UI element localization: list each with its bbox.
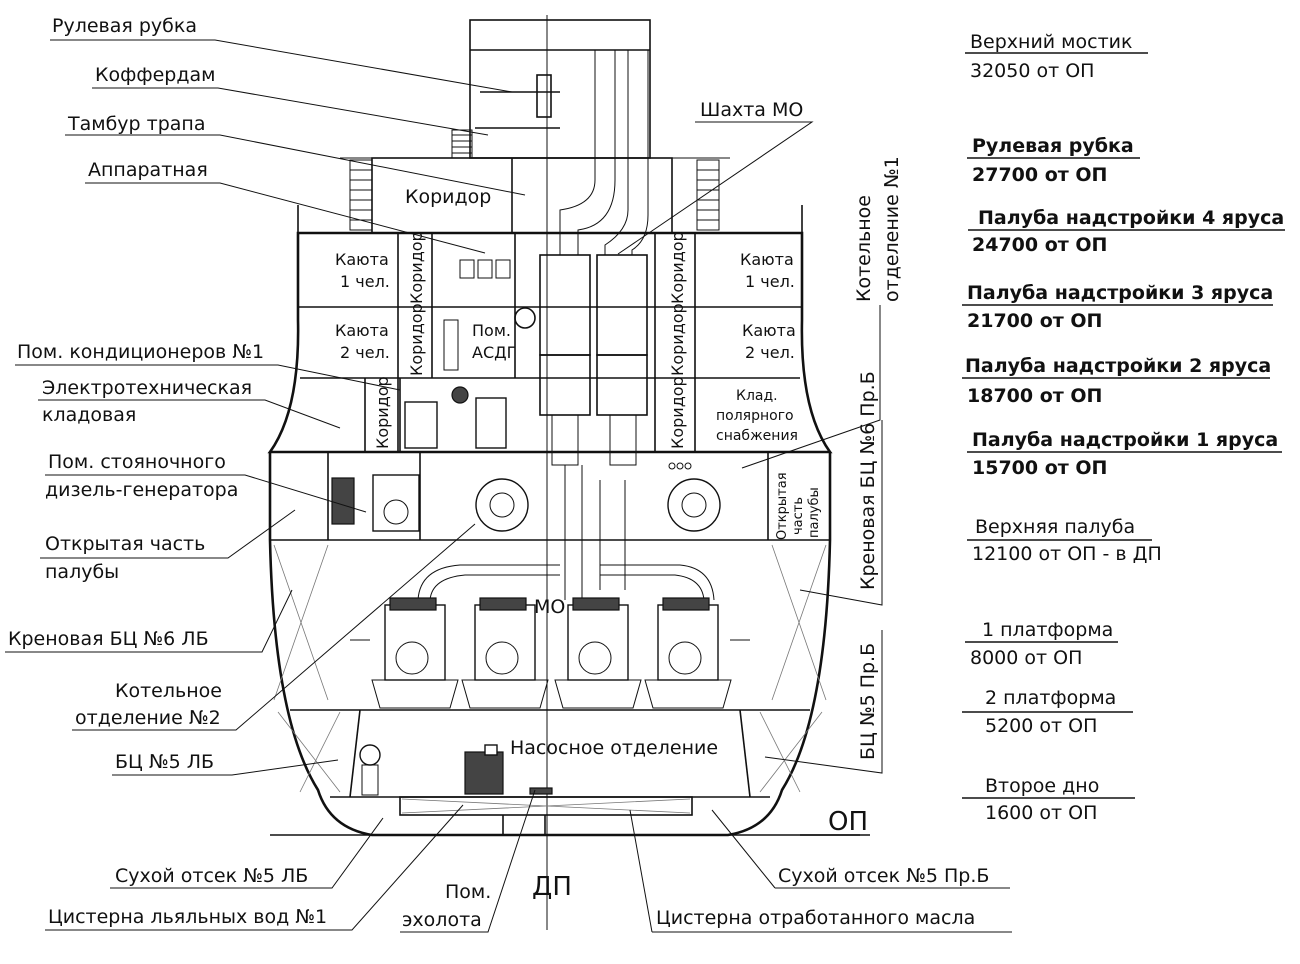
label-apparatus-room: Аппаратная	[88, 159, 208, 181]
room-pump-room: Насосное отделение	[510, 737, 718, 759]
apparatus-boxes	[404, 259, 511, 449]
room-open-deck-sb-c: палубы	[807, 487, 822, 538]
pump-room-equipment	[359, 744, 553, 796]
level-name-4: Палуба надстройки 2 яруса	[965, 355, 1271, 377]
level-name-2: Палуба надстройки 4 яруса	[978, 207, 1284, 229]
level-height-2: 24700 от ОП	[972, 234, 1107, 256]
room-corridor-v-3: Коридор	[373, 376, 392, 449]
label-mo-trunk: Шахта МО	[700, 99, 803, 121]
label-wheelhouse: Рулевая рубка	[52, 15, 197, 37]
label-dry-comp-sb: Сухой отсек №5 Пр.Б	[778, 865, 989, 887]
label-waste-oil-tank: Цистерна отработанного масла	[656, 907, 975, 929]
room-corridor-top: Коридор	[405, 186, 491, 208]
room-corridor-v-1: Коридор	[407, 231, 426, 304]
room-labels: Коридор Каюта 1 чел. Каюта 1 чел. Каюта …	[335, 186, 822, 759]
room-corridor-v-5: Коридор	[668, 303, 687, 376]
label-bilge-tank: Цистерна льяльных вод №1	[48, 906, 327, 928]
label-ladder-vestibule: Тамбур трапа	[67, 113, 205, 135]
level-name-7: 1 платформа	[982, 619, 1113, 641]
level-height-4: 18700 от ОП	[967, 385, 1102, 407]
exhaust-uptakes	[514, 50, 649, 600]
room-corridor-v-6: Коридор	[668, 376, 687, 449]
label-electrical-store-2: кладовая	[42, 404, 136, 426]
room-cabin2-left-a: Каюта	[335, 321, 389, 340]
level-name-5: Палуба надстройки 1 яруса	[972, 429, 1278, 451]
room-engine-room: МО	[534, 596, 565, 618]
label-harbor-dg-1: Пом. стояночного	[48, 451, 226, 473]
label-open-deck-1: Открытая часть	[45, 533, 205, 555]
level-height-7: 8000 от ОП	[970, 647, 1082, 669]
hull-outline	[267, 15, 860, 930]
boilers	[331, 462, 721, 532]
label-ac-room: Пом. кондиционеров №1	[17, 341, 264, 363]
level-legend: Верхний мостик 32050 от ОП Рулевая рубка…	[965, 31, 1284, 824]
room-cabin1-right-b: 1 чел.	[745, 272, 795, 291]
room-cabin2-left-b: 2 чел.	[340, 343, 390, 362]
room-polar-store-b: полярного	[716, 408, 794, 424]
level-underlines	[962, 52, 1285, 799]
room-open-deck-sb-a: Открытая	[775, 472, 790, 540]
room-polar-store-c: снабжения	[716, 428, 798, 444]
level-name-6: Верхняя палуба	[975, 516, 1135, 538]
room-cabin1-right-a: Каюта	[740, 250, 794, 269]
level-name-0: Верхний мостик	[970, 31, 1132, 53]
label-centerline: ДП	[532, 872, 572, 902]
room-cabin1-left-b: 1 чел.	[340, 272, 390, 291]
left-labels: Рулевая рубка Коффердам Тамбур трапа Апп…	[8, 15, 327, 928]
label-boiler-room-2-a: Котельное	[115, 680, 222, 702]
room-open-deck-sb-b: часть	[791, 497, 806, 535]
engine-room-pipes	[417, 564, 715, 601]
level-name-3: Палуба надстройки 3 яруса	[967, 282, 1273, 304]
label-heeling-tank-6-ps: Креновая БЦ №6 ЛБ	[8, 628, 209, 650]
leader-lines	[5, 39, 1012, 933]
level-height-8: 5200 от ОП	[985, 715, 1097, 737]
room-asdg-a: Пом.	[472, 321, 511, 340]
stairs	[349, 129, 720, 231]
level-height-0: 32050 от ОП	[970, 60, 1094, 82]
side-tank-hatching	[273, 544, 827, 814]
level-name-8: 2 платформа	[985, 687, 1116, 709]
label-ballast-5-sb: БЦ №5 Пр.Б	[857, 643, 879, 760]
label-open-deck-2: палубы	[45, 561, 119, 583]
label-heeling-tank-6-sb: Креновая БЦ №6 Пр.Б	[857, 371, 879, 590]
label-electrical-store-1: Электротехническая	[42, 377, 252, 399]
right-labels: Шахта МО Котельное отделение №1 Креновая…	[402, 99, 989, 931]
room-corridor-v-2: Коридор	[407, 303, 426, 376]
level-height-1: 27700 от ОП	[972, 164, 1107, 186]
room-polar-store-a: Клад.	[736, 388, 778, 404]
label-dry-comp-ps: Сухой отсек №5 ЛБ	[115, 865, 308, 887]
label-baseline: ОП	[828, 807, 868, 837]
label-boiler-room-2-b: отделение №2	[75, 707, 221, 729]
room-asdg-b: АСДГ	[472, 343, 516, 362]
level-height-3: 21700 от ОП	[967, 310, 1102, 332]
label-ballast-5-ps: БЦ №5 ЛБ	[115, 751, 214, 773]
level-name-1: Рулевая рубка	[972, 135, 1134, 157]
room-cabin2-right-b: 2 чел.	[745, 343, 795, 362]
main-engines	[350, 597, 750, 709]
label-echo-room-a: Пом.	[445, 881, 491, 903]
label-harbor-dg-2: дизель-генератора	[45, 479, 238, 501]
room-cabin1-left-a: Каюта	[335, 250, 389, 269]
label-echo-room-b: эхолота	[402, 909, 482, 931]
room-cabin2-right-a: Каюта	[742, 321, 796, 340]
label-cofferdam: Коффердам	[95, 64, 215, 86]
level-height-6: 12100 от ОП - в ДП	[972, 543, 1162, 565]
room-corridor-v-4: Коридор	[668, 231, 687, 304]
label-boiler-room-1-a: Котельное	[853, 195, 875, 302]
label-boiler-room-1-b: отделение №1	[881, 156, 903, 302]
level-height-5: 15700 от ОП	[972, 457, 1107, 479]
level-height-9: 1600 от ОП	[985, 802, 1097, 824]
level-name-9: Второе дно	[985, 775, 1099, 797]
